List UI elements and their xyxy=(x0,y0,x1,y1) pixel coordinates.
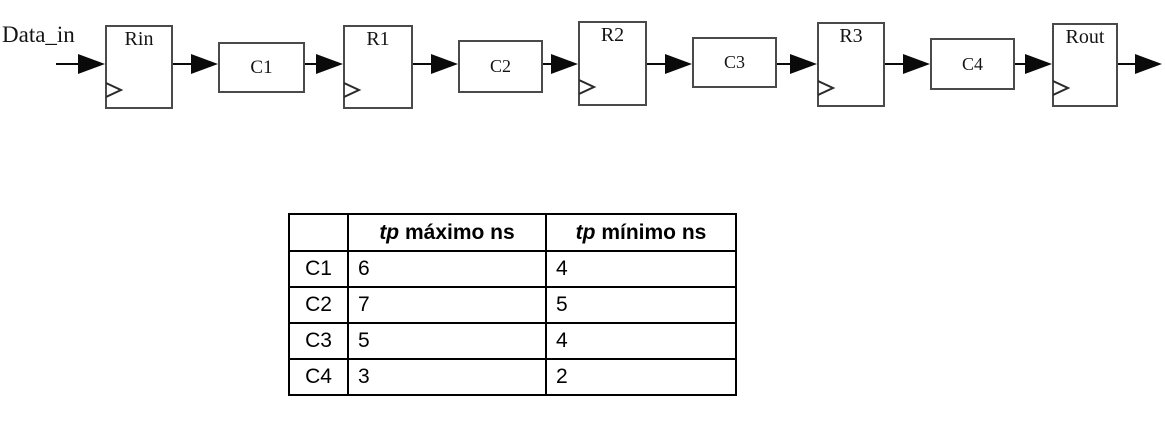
tp-symbol: tp xyxy=(575,220,596,244)
arrow-c4-rout xyxy=(1015,54,1052,74)
arrow-r3-c4 xyxy=(885,54,930,74)
row-label: C4 xyxy=(288,358,349,396)
register-r2: R2 xyxy=(578,21,647,106)
arrow-shaft xyxy=(173,63,194,65)
register-label: Rout xyxy=(1065,26,1105,48)
comb-block-label: C3 xyxy=(723,52,745,72)
clock-input-icon xyxy=(818,80,836,96)
arrow-rin-c1 xyxy=(173,54,218,74)
comb-block-c4: C4 xyxy=(930,38,1015,90)
tp-max-value: 5 xyxy=(347,322,547,360)
arrow-head-icon xyxy=(316,54,343,74)
arrow-c1-r1 xyxy=(305,54,343,74)
arrow-head-icon xyxy=(665,54,692,74)
tp-min-value: 4 xyxy=(545,250,737,288)
table-header-row: tp máximo ns tp mínimo ns xyxy=(288,213,737,252)
row-label: C2 xyxy=(288,286,349,324)
tp-max-value: 6 xyxy=(347,250,547,288)
tp-min-header: tp mínimo ns xyxy=(545,213,737,252)
tp-min-value: 2 xyxy=(545,358,737,396)
clock-input-icon xyxy=(106,82,124,98)
empty-header-cell xyxy=(288,213,349,252)
arrow-shaft xyxy=(56,63,81,65)
register-label: R1 xyxy=(366,28,390,50)
arrow-r2-c3 xyxy=(647,54,692,74)
arrow-shaft xyxy=(305,63,319,65)
arrow-head-icon xyxy=(1135,54,1162,74)
arrow-head-icon xyxy=(903,54,930,74)
arrow-head-icon xyxy=(78,54,105,74)
clock-input-icon xyxy=(1053,80,1071,96)
register-r1: R1 xyxy=(343,25,413,109)
clock-input-icon xyxy=(579,79,597,95)
comb-block-c1: C1 xyxy=(218,42,305,93)
arrow-c2-r2 xyxy=(543,54,578,74)
table-row-c4: C4 3 2 xyxy=(288,358,737,396)
comb-block-c2: C2 xyxy=(458,40,543,93)
comb-block-c3: C3 xyxy=(692,37,777,88)
pipeline-diagram: Data_in Rin R1 R2 R3 Rout xyxy=(0,0,1165,160)
arrow-head-icon xyxy=(191,54,218,74)
register-rin: Rin xyxy=(105,25,173,109)
tp-min-header-text: mínimo ns xyxy=(595,220,707,244)
table-row-c2: C2 7 5 xyxy=(288,286,737,324)
arrow-head-icon xyxy=(1025,54,1052,74)
tp-max-value: 3 xyxy=(347,358,547,396)
table-row-c3: C3 5 4 xyxy=(288,322,737,360)
register-label: R3 xyxy=(839,25,863,47)
data-in-label: Data_in xyxy=(2,22,75,47)
tp-max-header: tp máximo ns xyxy=(347,213,547,252)
arrow-head-icon xyxy=(431,54,458,74)
tp-symbol: tp xyxy=(379,220,400,244)
arrow-head-icon xyxy=(551,54,578,74)
tp-min-value: 5 xyxy=(545,286,737,324)
arrow-rout-out xyxy=(1118,54,1162,74)
tp-delay-table: tp máximo ns tp mínimo ns C1 6 4 C2 7 5 … xyxy=(288,213,737,396)
arrow-datain-rin xyxy=(56,54,105,74)
arrow-shaft xyxy=(1015,63,1028,65)
tp-max-value: 7 xyxy=(347,286,547,324)
register-label: R2 xyxy=(600,24,625,46)
arrow-shaft xyxy=(413,63,434,65)
clock-input-icon xyxy=(344,82,362,98)
arrow-head-icon xyxy=(790,54,817,74)
comb-block-label: C1 xyxy=(250,56,273,78)
arrow-r1-c2 xyxy=(413,54,458,74)
arrow-shaft xyxy=(885,63,906,65)
row-label: C1 xyxy=(288,250,349,288)
arrow-shaft xyxy=(543,63,554,65)
tp-min-value: 4 xyxy=(545,322,737,360)
row-label: C3 xyxy=(288,322,349,360)
arrow-shaft xyxy=(1118,63,1138,65)
comb-block-label: C4 xyxy=(961,53,983,74)
register-r3: R3 xyxy=(817,22,885,107)
tp-max-header-text: máximo ns xyxy=(399,220,515,244)
register-label: Rin xyxy=(124,28,154,50)
arrow-shaft xyxy=(777,63,793,65)
table-row-c1: C1 6 4 xyxy=(288,250,737,288)
arrow-c3-r3 xyxy=(777,54,817,74)
arrow-shaft xyxy=(647,63,668,65)
comb-block-label: C2 xyxy=(489,56,511,76)
register-rout: Rout xyxy=(1052,23,1118,107)
